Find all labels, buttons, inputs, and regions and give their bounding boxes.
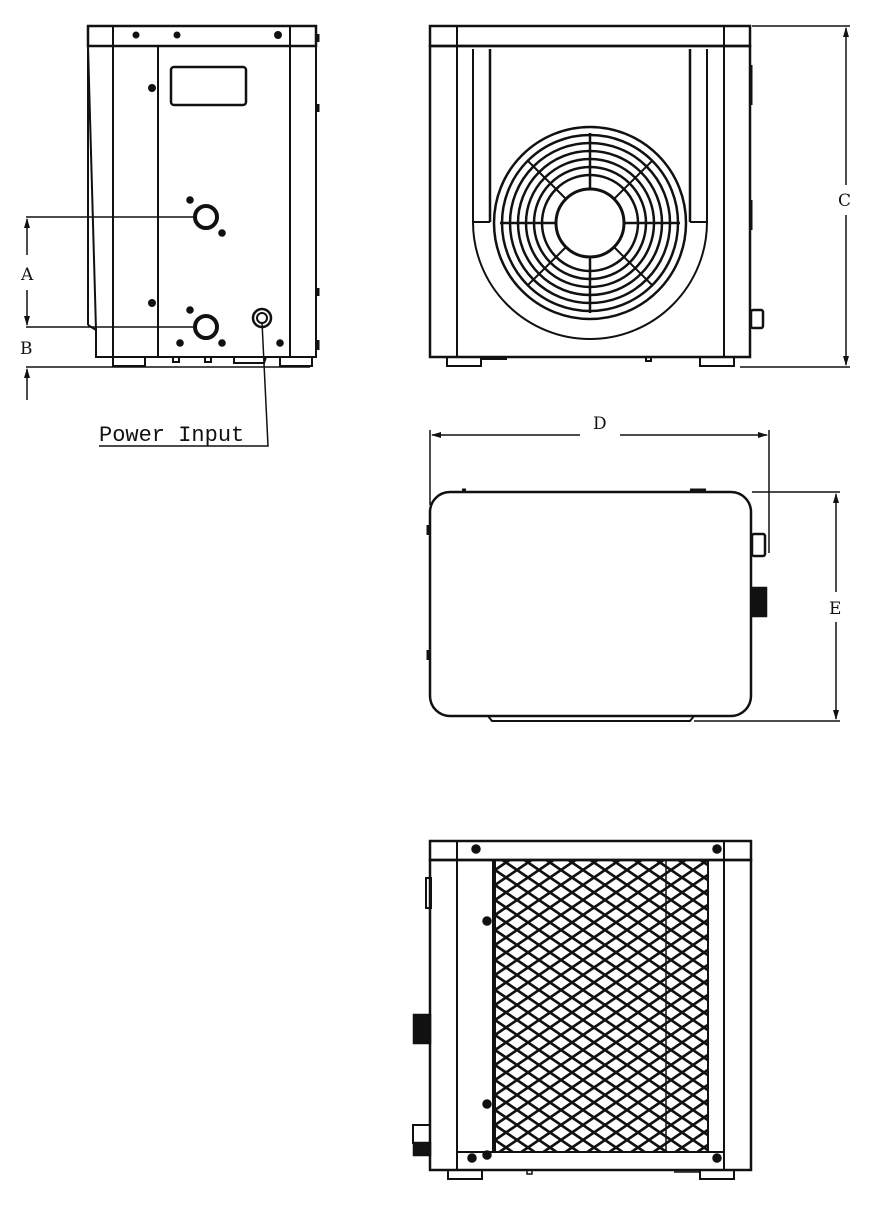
- dimension-label-b: B: [20, 339, 33, 359]
- dimension-a-b: [24, 216, 310, 447]
- rear-view: [412, 839, 753, 1180]
- dimension-label-e: E: [829, 599, 841, 619]
- top-view: [426, 488, 768, 722]
- dimension-label-a: A: [20, 265, 34, 285]
- power-input-callout: Power Input: [99, 423, 244, 448]
- side-view: [86, 24, 320, 367]
- front-view: [428, 24, 765, 367]
- dimension-d-e: [429, 430, 840, 722]
- dimension-label-c: C: [838, 191, 851, 211]
- grille-mesh: [494, 859, 709, 1153]
- dimension-label-d: D: [593, 414, 607, 434]
- dimension-c: [740, 25, 850, 368]
- fan-icon: [492, 125, 688, 321]
